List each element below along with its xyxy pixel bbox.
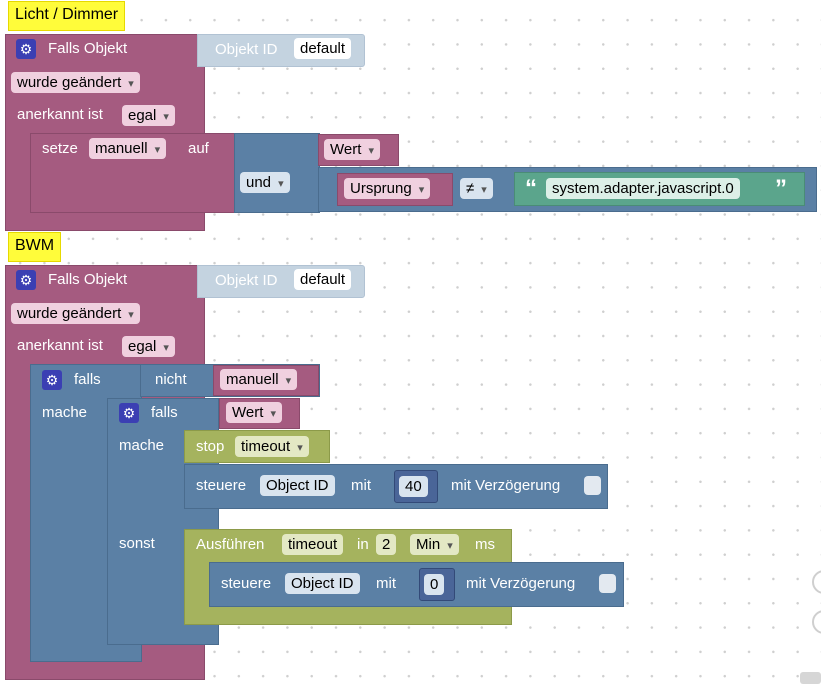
trash-icon[interactable]	[800, 672, 821, 684]
nicht-label: nicht	[155, 371, 187, 388]
mit-label-2: mit	[376, 575, 396, 592]
objekt-id-value-2[interactable]: default	[294, 269, 352, 290]
wert-dropdown-2[interactable]: Wert	[226, 402, 282, 423]
changed-dropdown[interactable]: wurde geändert	[11, 72, 140, 93]
inner-mache-label: mache	[119, 437, 165, 454]
stop-label: stop	[196, 438, 225, 455]
steuere-label-2: steuere	[221, 575, 272, 592]
steuere-label: steuere	[196, 477, 247, 494]
not-equal-operator-dropdown[interactable]: ≠	[460, 178, 493, 199]
delay-checkbox[interactable]	[584, 476, 601, 495]
gear-icon-3[interactable]: ⚙	[42, 370, 62, 390]
auf-label: auf	[188, 140, 209, 157]
object-id-field-2[interactable]: Object ID	[285, 573, 360, 594]
zoom-in-icon[interactable]	[812, 570, 821, 594]
wert-dropdown[interactable]: Wert	[324, 139, 380, 160]
ack-dropdown[interactable]: egal	[122, 105, 175, 126]
sonst-label: sonst	[119, 535, 155, 552]
number-input-0[interactable]: 0	[424, 574, 445, 595]
ausfuehren-label: Ausführen	[196, 536, 265, 553]
comment-licht-dimmer[interactable]: Licht / Dimmer	[8, 1, 126, 31]
quote-close: ”	[775, 175, 787, 202]
ack-label: anerkannt ist	[17, 106, 103, 123]
timeout-dropdown[interactable]: timeout	[235, 436, 309, 457]
trigger-label-2: Falls Objekt	[48, 271, 128, 288]
ack-label-2: anerkannt ist	[17, 337, 103, 354]
control-block-2[interactable]	[209, 562, 624, 607]
object-id-field[interactable]: Object ID	[260, 475, 335, 496]
trigger-label: Falls Objekt	[48, 40, 128, 57]
timeout-name-field[interactable]: timeout	[282, 534, 344, 555]
objekt-id-value[interactable]: default	[294, 38, 352, 59]
manuell-dropdown[interactable]: manuell	[220, 369, 298, 390]
gear-icon-4[interactable]: ⚙	[119, 403, 139, 423]
zoom-out-icon[interactable]	[812, 610, 821, 634]
gear-icon-2[interactable]: ⚙	[16, 270, 36, 290]
mit-verzoegerung-label-2: mit Verzögerung	[466, 575, 576, 592]
inner-falls-label: falls	[151, 404, 178, 421]
string-input[interactable]: system.adapter.javascript.0	[546, 178, 740, 199]
in-label: in	[357, 536, 369, 553]
ursprung-dropdown[interactable]: Ursprung	[344, 178, 431, 199]
quote-open: “	[525, 175, 537, 202]
gear-icon[interactable]: ⚙	[16, 39, 36, 59]
unit-dropdown[interactable]: Min	[410, 534, 459, 555]
mit-label: mit	[351, 477, 371, 494]
objekt-id-label: Objekt ID	[215, 41, 278, 58]
setze-variable-dropdown[interactable]: manuell	[89, 138, 167, 159]
mache-label: mache	[42, 404, 88, 421]
ack-dropdown-2[interactable]: egal	[122, 336, 175, 357]
changed-dropdown-2[interactable]: wurde geändert	[11, 303, 140, 324]
und-operator-dropdown[interactable]: und	[240, 172, 290, 193]
delay-value-input[interactable]: 2	[376, 534, 397, 555]
mit-verzoegerung-label: mit Verzögerung	[451, 477, 561, 494]
ms-label: ms	[475, 536, 495, 553]
falls-label: falls	[74, 371, 101, 388]
objekt-id-label-2: Objekt ID	[215, 272, 278, 289]
delay-checkbox-2[interactable]	[599, 574, 616, 593]
setze-label: setze	[42, 140, 78, 157]
number-input-40[interactable]: 40	[399, 476, 428, 497]
comment-bwm[interactable]: BWM	[8, 232, 62, 262]
